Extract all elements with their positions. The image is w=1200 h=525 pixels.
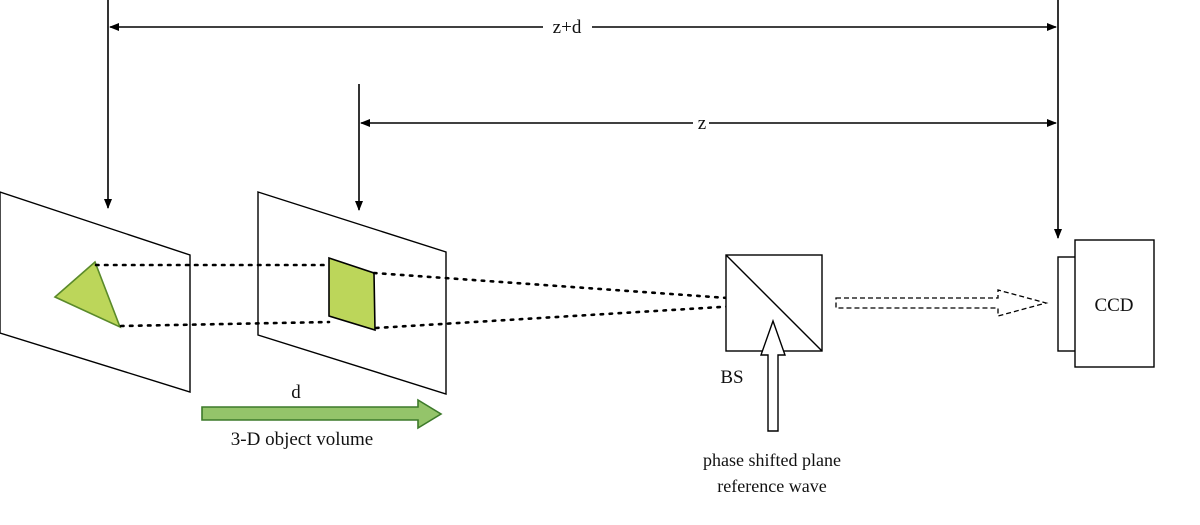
ccd-label: CCD [1094,295,1133,316]
beam-splitter-diagonal [725,254,823,352]
projection-rays [94,263,772,330]
d-label: d [291,382,301,403]
object-volume-label: 3-D object volume [231,429,373,450]
output-beam-arrow [835,289,1049,317]
ccd-camera: CCD [1057,239,1155,368]
square-object [328,256,376,332]
object-plane-1 [0,191,191,393]
z-plus-d-label: z+d [553,17,582,38]
reference-wave: phase shifted plane reference wave [703,318,841,496]
bs-label: BS [720,367,743,388]
upper-ray-segment-2 [372,271,772,303]
reference-label-line1: phase shifted plane [703,450,841,470]
dimension-z: z [355,84,1057,211]
ccd-body [1074,239,1155,368]
triangle-object [53,260,122,329]
ccd-lens [1057,256,1077,352]
reference-wave-arrow [760,318,786,432]
lower-ray-segment-1 [119,320,331,328]
reference-label-line2: reference wave [717,476,826,496]
dimension-z-plus-d: z+d [104,0,1062,239]
d-arrow-group: d 3-D object volume [201,382,443,450]
z-label: z [698,113,706,134]
lower-ray-segment-2 [374,302,772,330]
object-plane-2 [257,191,447,395]
d-direction-arrow [201,398,443,430]
